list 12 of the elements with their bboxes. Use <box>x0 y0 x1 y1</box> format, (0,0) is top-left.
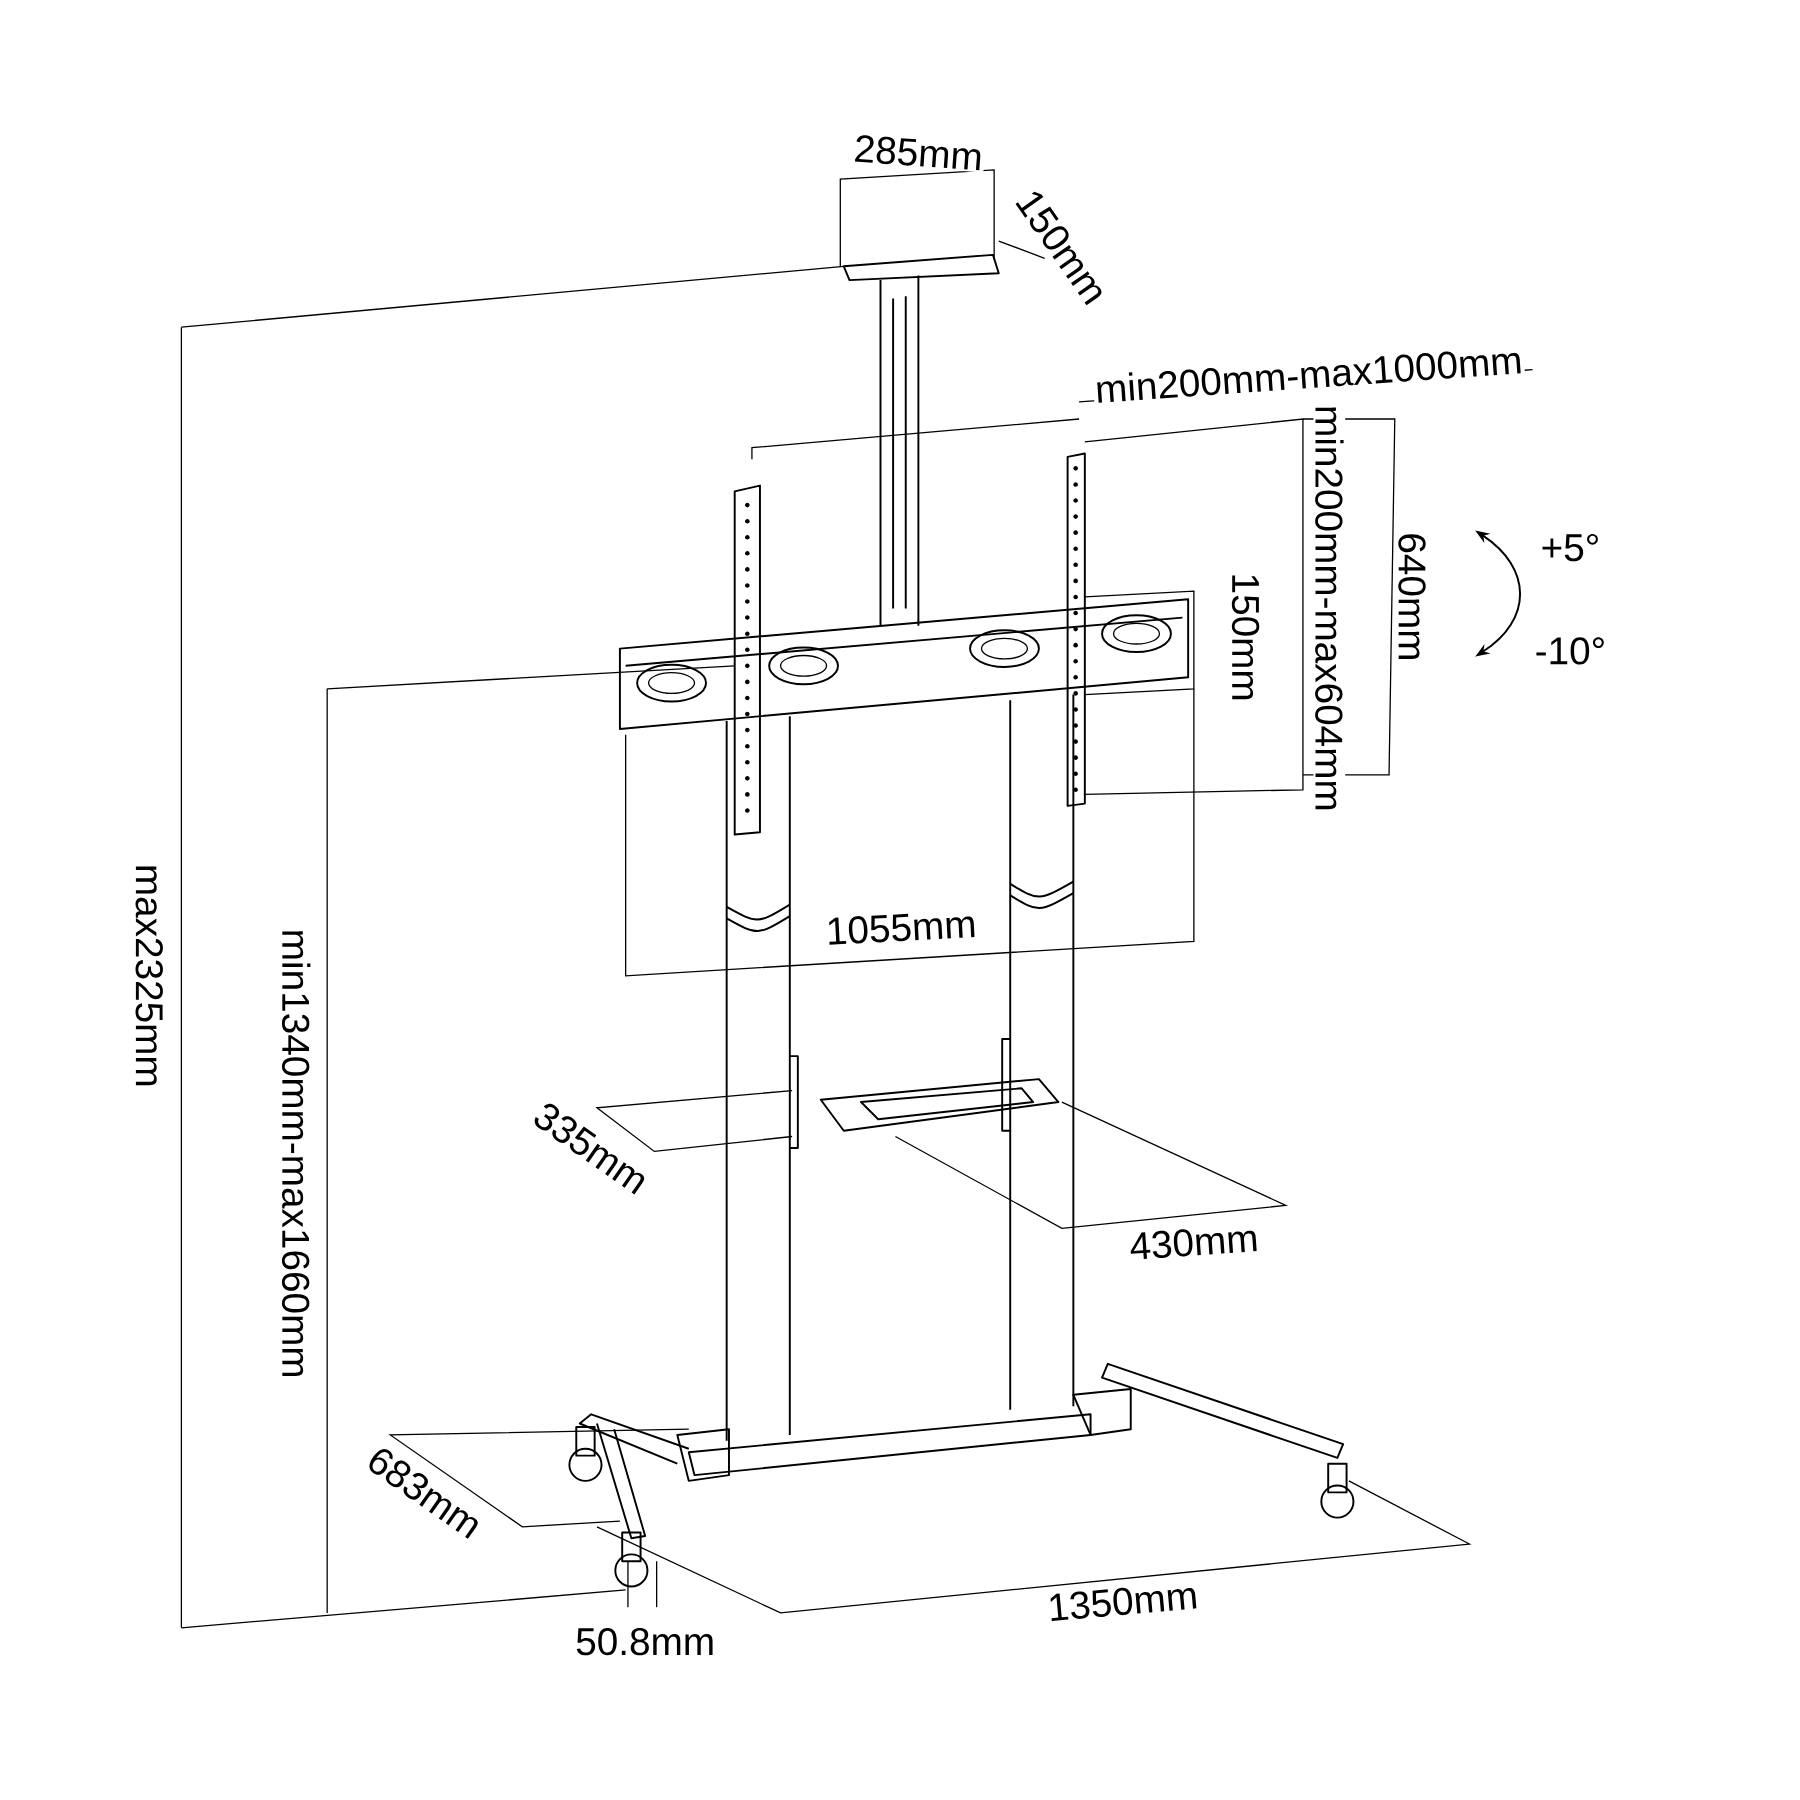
dimension-label: max2325mm <box>133 862 165 1090</box>
dimension-label: +5° <box>1539 532 1602 563</box>
dimension-label: 430mm <box>1126 1222 1261 1262</box>
dimension-label: 150mm <box>1230 570 1261 704</box>
dimension-label: 1350mm <box>1044 1579 1201 1624</box>
dimension-label: min1340mm-max1660mm <box>280 927 312 1381</box>
dimension-label: -10° <box>1533 635 1608 667</box>
dimension-label: min200mm-max604mm <box>1313 403 1346 814</box>
dimension-label: 285mm <box>851 132 986 173</box>
dimension-label: 1055mm <box>823 908 979 947</box>
dimension-label: 50.8mm <box>573 1626 717 1657</box>
dimension-label: 640mm <box>1396 530 1428 664</box>
